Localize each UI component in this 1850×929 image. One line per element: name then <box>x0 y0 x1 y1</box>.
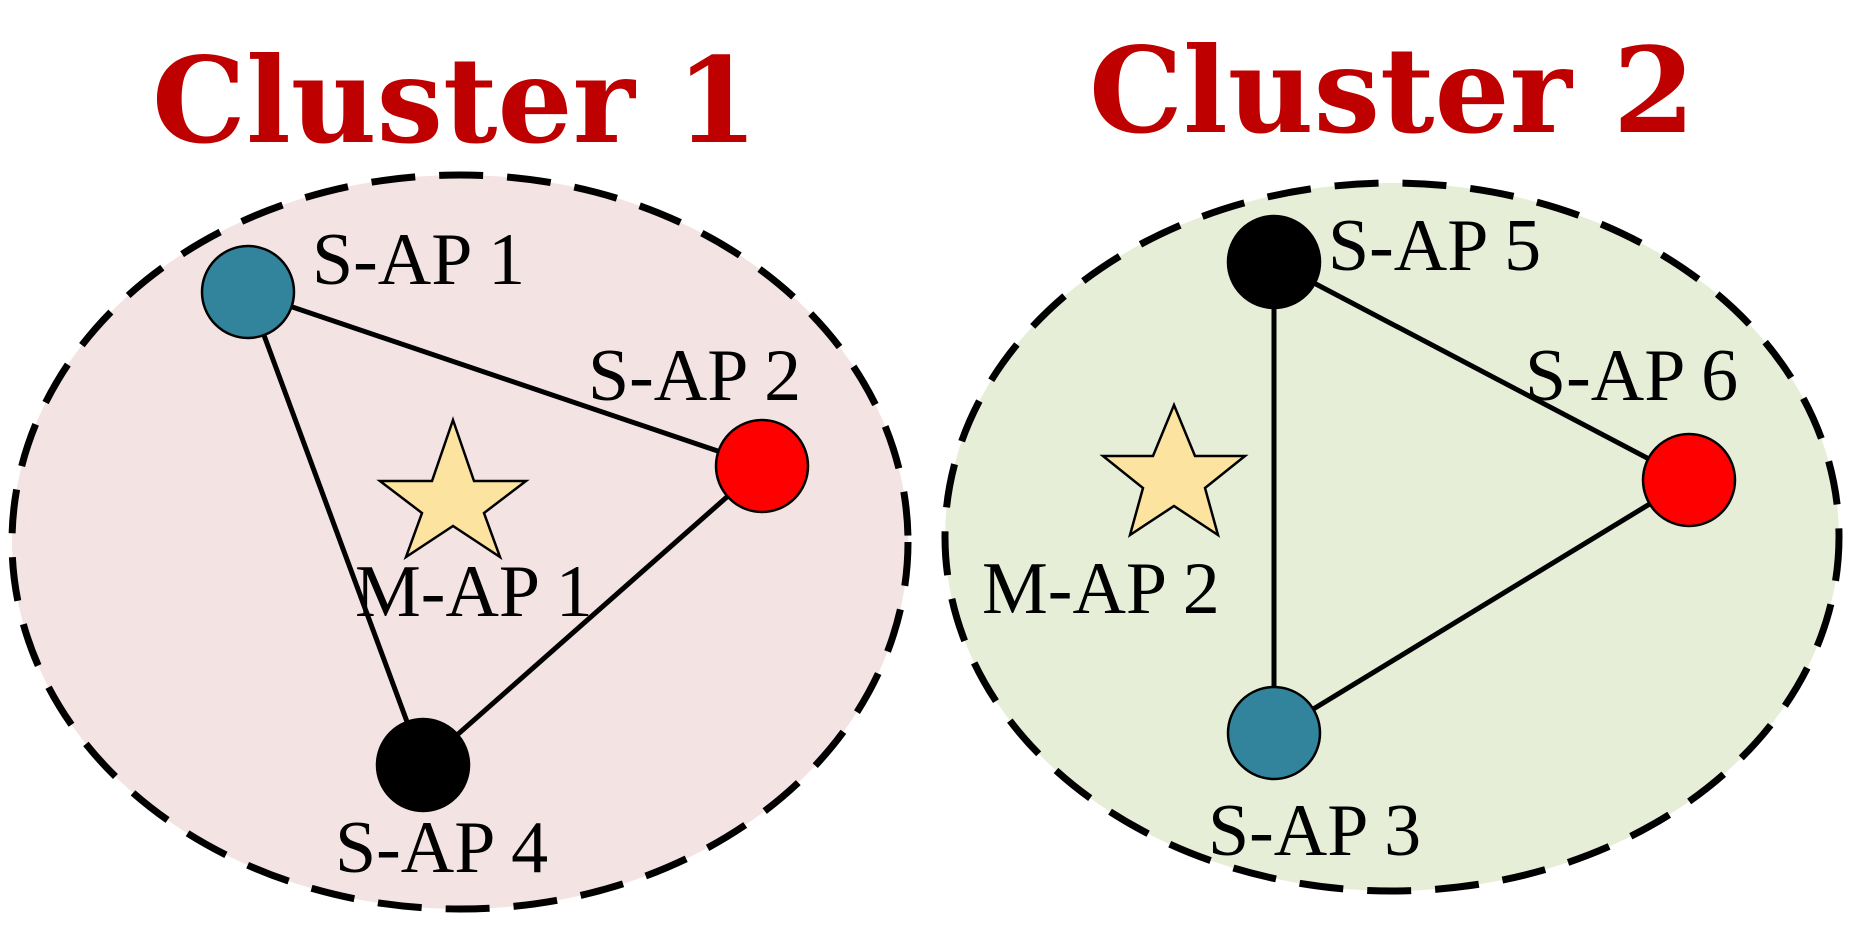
star-icon <box>1099 401 1249 538</box>
link-sap1-sap4 <box>245 291 426 766</box>
node-s-ap-5 <box>1226 214 1322 310</box>
cluster-1-boundary <box>8 171 912 913</box>
node-s-ap-1 <box>200 244 296 340</box>
link-sap6-sap3 <box>1272 477 1691 736</box>
node-s-ap-4 <box>375 717 471 813</box>
node-label-s-ap-5: S-AP 5 <box>1328 205 1541 287</box>
node-label-s-ap-2: S-AP 2 <box>588 335 801 417</box>
node-s-ap-2 <box>714 418 810 514</box>
master-label-m-ap-1: M-AP 1 <box>355 551 593 633</box>
link-sap5-sap6 <box>1272 259 1691 483</box>
node-label-s-ap-4: S-AP 4 <box>335 807 548 889</box>
cluster-2: Cluster 2 M-AP 2 S-AP 5 S-AP 6 S-AP 3 <box>941 21 1843 895</box>
node-s-ap-6 <box>1641 432 1737 528</box>
cluster-1: Cluster 1 M-AP 1 S-AP 1 S-AP 2 S-AP 4 <box>8 31 912 913</box>
link-sap1-sap2 <box>247 289 763 469</box>
master-label-m-ap-2: M-AP 2 <box>982 548 1220 630</box>
node-s-ap-3 <box>1226 685 1322 781</box>
cluster-2-title: Cluster 2 <box>1089 21 1695 160</box>
node-label-s-ap-6: S-AP 6 <box>1525 335 1738 417</box>
cluster-1-title: Cluster 1 <box>152 31 758 170</box>
node-label-s-ap-3: S-AP 3 <box>1208 790 1421 872</box>
star-icon <box>376 416 530 561</box>
cluster-2-boundary <box>941 179 1843 895</box>
link-sap2-sap4 <box>421 464 764 767</box>
node-label-s-ap-1: S-AP 1 <box>312 219 525 301</box>
